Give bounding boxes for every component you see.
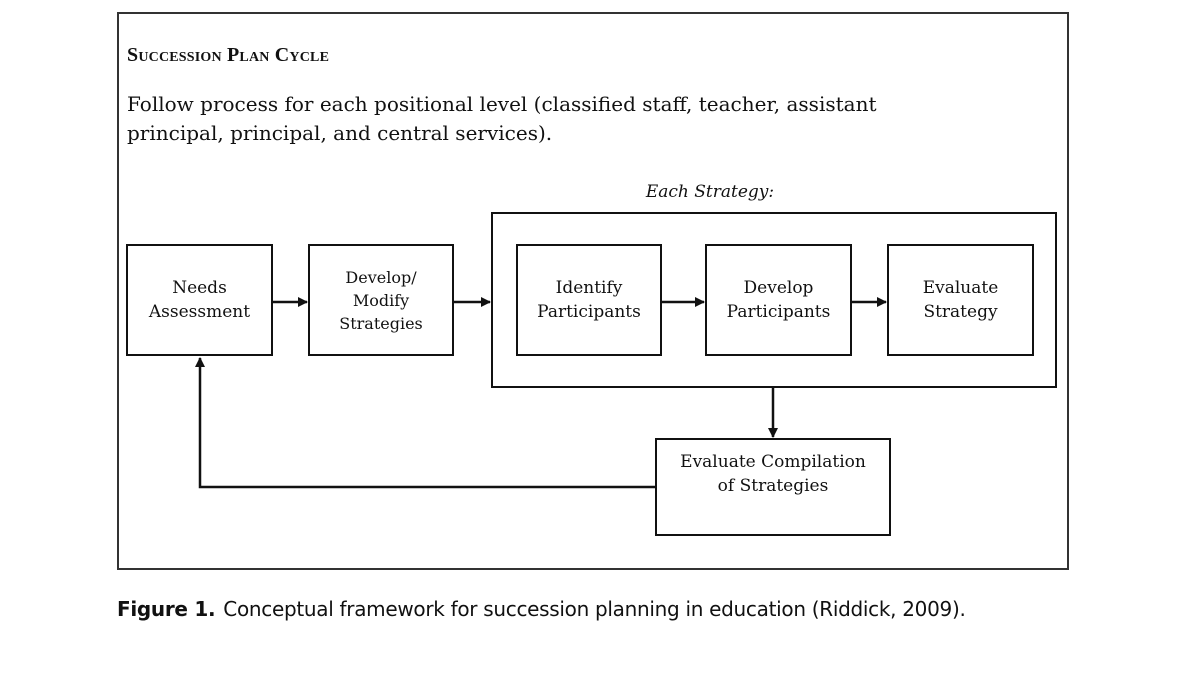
node-label: Participants: [537, 302, 641, 322]
node-label: Identify: [555, 278, 623, 298]
figure-caption: Figure 1. Conceptual framework for succes…: [117, 597, 966, 621]
caption-text: Conceptual framework for succession plan…: [223, 597, 966, 621]
node-label: Strategy: [923, 302, 998, 322]
node-needs-assessment: Needs Assessment: [126, 244, 273, 356]
each-strategy-group: [491, 212, 1057, 388]
node-develop-participants: Develop Participants: [705, 244, 852, 356]
node-identify-participants: Identify Participants: [516, 244, 662, 356]
node-label: of Strategies: [717, 476, 829, 496]
node-label: Evaluate: [922, 278, 999, 298]
node-label: Evaluate Compilation: [680, 452, 866, 472]
node-evaluate-compilation: Evaluate Compilation of Strategies: [655, 438, 891, 536]
node-label: Assessment: [148, 302, 251, 322]
diagram-subtitle: Follow process for each positional level…: [127, 92, 877, 145]
node-label: Develop: [743, 278, 814, 298]
each-strategy-label: Each Strategy:: [645, 182, 775, 202]
node-label: Strategies: [339, 313, 423, 333]
diagram-title: Succession Plan Cycle: [127, 44, 330, 66]
node-label: Needs: [172, 278, 227, 298]
figure-frame: [117, 12, 1069, 570]
node-label: Participants: [726, 302, 831, 322]
node-evaluate-strategy: Evaluate Strategy: [887, 244, 1034, 356]
node-label: Modify: [352, 290, 410, 310]
figure-label: Figure 1.: [117, 597, 216, 621]
node-develop-modify-strategies: Develop/ Modify Strategies: [308, 244, 454, 356]
node-label: Develop/: [345, 267, 417, 287]
